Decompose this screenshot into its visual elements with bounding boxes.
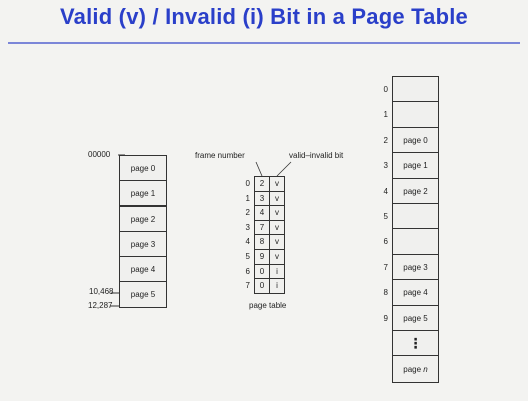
page-n-label: page n bbox=[393, 365, 438, 374]
address-12287: 12,287 bbox=[88, 301, 113, 310]
valid-invalid-cell: v bbox=[269, 190, 285, 207]
frame-number-cell: 9 bbox=[254, 249, 270, 265]
frame-index: 2 bbox=[383, 135, 388, 145]
logical-page-label: page 1 bbox=[130, 189, 156, 198]
physical-frame: page 2 bbox=[392, 177, 439, 204]
frame-number-label: frame number bbox=[195, 151, 245, 160]
logical-page-0: page 0 bbox=[119, 155, 167, 181]
valid-invalid-cell: v bbox=[269, 219, 285, 236]
frame-index: 0 bbox=[383, 85, 388, 94]
frame-index: 9 bbox=[383, 313, 388, 323]
frame-number-cell: 7 bbox=[254, 219, 270, 236]
logical-page-label: page 2 bbox=[130, 215, 156, 224]
physical-frame-label: page 3 bbox=[403, 262, 428, 272]
physical-frame: page 3 bbox=[392, 253, 439, 281]
physical-ellipsis-cell: ⋮ bbox=[392, 330, 439, 357]
physical-frame bbox=[392, 101, 439, 128]
valid-invalid-cell: v bbox=[269, 176, 285, 192]
page-table-index: 0 bbox=[245, 179, 250, 188]
logical-memory: page 0 page 1 page 2 page 3 page 4 page … bbox=[119, 155, 167, 308]
frame-index: 1 bbox=[383, 110, 388, 120]
page-table-index: 4 bbox=[245, 237, 250, 247]
frame-index: 8 bbox=[383, 288, 388, 298]
physical-frame bbox=[392, 76, 439, 103]
frame-number-cell: 4 bbox=[254, 205, 270, 221]
physical-frame-label: page 5 bbox=[403, 313, 428, 323]
logical-page-label: page 4 bbox=[130, 265, 156, 274]
page-table-label: page table bbox=[249, 301, 287, 310]
frame-index: 6 bbox=[383, 237, 388, 247]
frame-number-cell: 8 bbox=[254, 234, 270, 250]
frame-index: 3 bbox=[383, 161, 388, 171]
physical-frame-label: page 1 bbox=[403, 161, 428, 171]
title-underline bbox=[8, 42, 520, 44]
physical-frame: page 5 bbox=[392, 304, 439, 331]
slide-title: Valid (v) / Invalid (i) Bit in a Page Ta… bbox=[60, 4, 468, 29]
physical-page-n: page n bbox=[392, 355, 439, 383]
frame-index: 5 bbox=[383, 212, 388, 221]
physical-frame: page 1 bbox=[392, 152, 439, 179]
valid-invalid-cell: v bbox=[269, 205, 285, 221]
address-10468: 10,468 bbox=[89, 287, 114, 296]
page-table-index: 2 bbox=[245, 208, 250, 218]
page-table-index: 3 bbox=[245, 222, 250, 232]
frame-number-cell: 3 bbox=[254, 190, 270, 207]
page-table-index: 5 bbox=[245, 252, 250, 261]
frame-index: 7 bbox=[383, 262, 388, 272]
physical-frame-label: page 0 bbox=[403, 135, 428, 145]
physical-frame-label: page 4 bbox=[403, 288, 428, 298]
page-n-prefix: page bbox=[403, 365, 424, 375]
logical-page-label: page 3 bbox=[130, 240, 156, 249]
physical-frame: page 4 bbox=[392, 279, 439, 306]
physical-frame: page 0 bbox=[392, 126, 439, 154]
logical-page-label: page 0 bbox=[130, 164, 156, 173]
frame-index: 4 bbox=[383, 186, 388, 196]
page-table-index: 1 bbox=[245, 193, 250, 203]
logical-page-5: page 5 bbox=[119, 281, 167, 308]
valid-invalid-cell: v bbox=[269, 234, 285, 250]
valid-invalid-cell: v bbox=[269, 249, 285, 265]
page-n-variable: n bbox=[423, 365, 428, 375]
valid-invalid-label: valid–invalid bit bbox=[289, 151, 344, 160]
logical-page-label: page 5 bbox=[130, 290, 156, 299]
physical-frame-label: page 2 bbox=[403, 186, 428, 196]
logical-page-1: page 1 bbox=[119, 180, 167, 206]
page-table-index: 7 bbox=[245, 281, 250, 291]
physical-frame bbox=[392, 203, 439, 230]
frame-number-cell: 0 bbox=[254, 278, 270, 294]
frame-number-cell: 0 bbox=[254, 263, 270, 280]
page-table-index: 6 bbox=[245, 266, 250, 276]
frame-number-cell: 2 bbox=[254, 176, 270, 192]
ellipsis-glyph: ⋮ bbox=[408, 335, 423, 351]
valid-invalid-cell: i bbox=[269, 278, 285, 294]
start-address: 00000 bbox=[88, 150, 111, 159]
valid-invalid-cell: i bbox=[269, 263, 285, 280]
physical-frame bbox=[392, 228, 439, 255]
